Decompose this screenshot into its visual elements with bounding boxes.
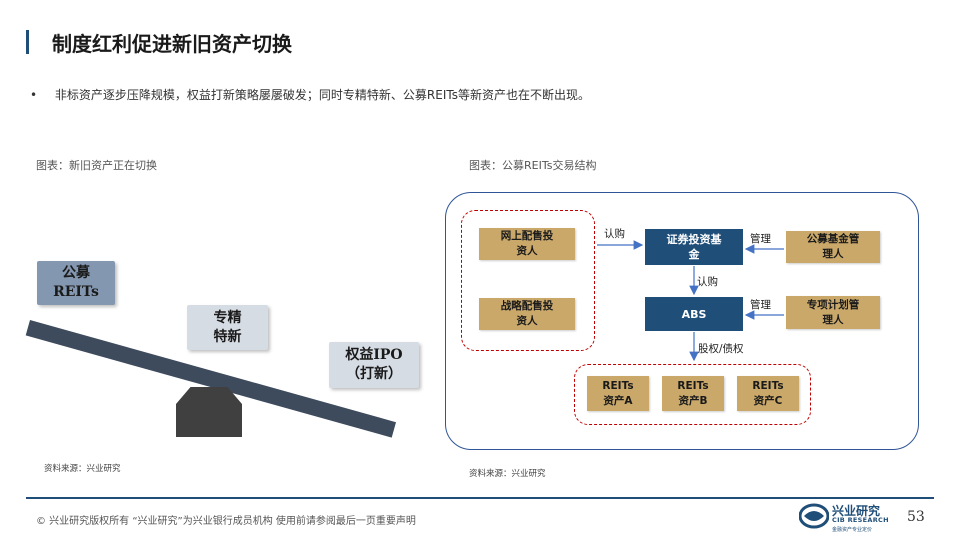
tag-equity-ipo-line2: （打新） (346, 366, 402, 382)
reits-assets-group (574, 364, 811, 425)
node-strategic-investors: 战略配售投 资人 (479, 298, 575, 330)
bullet-point: • 非标资产逐步压降规模，权益打新策略屡屡破发；同时专精特新、公募REITs等新… (30, 86, 590, 103)
node-fund-line1: 证券投资基 (666, 233, 722, 246)
node-securities-fund: 证券投资基 金 (645, 229, 743, 265)
node-reits-c-line1: REITs (752, 379, 784, 392)
node-fund-line2: 金 (688, 248, 700, 261)
tag-public-reits-line1: 公募 (62, 265, 90, 281)
tag-equity-ipo: 权益IPO （打新） (329, 342, 419, 388)
logo-text-cn: 兴业研究 (832, 504, 881, 518)
page-title: 制度红利促进新旧资产切换 (52, 32, 292, 56)
node-reits-asset-c: REITs 资产C (737, 376, 799, 411)
node-plan-manager-line2: 理人 (822, 313, 844, 326)
diagram-frame (445, 192, 919, 450)
node-plan-manager: 专项计划管 理人 (786, 296, 880, 329)
node-reits-a-line2: 资产A (603, 394, 633, 407)
edge-label-subscribe1: 认购 (604, 228, 625, 240)
node-reits-asset-a: REITs 资产A (587, 376, 649, 411)
left-figure-source: 资料来源：兴业研究 (44, 464, 121, 474)
right-figure-source: 资料来源：兴业研究 (469, 469, 546, 479)
left-figure-caption: 图表：新旧资产正在切换 (36, 159, 157, 172)
node-reits-a-line1: REITs (602, 379, 634, 392)
node-reits-b-line1: REITs (677, 379, 709, 392)
node-online-line1: 网上配售投 (500, 230, 554, 242)
footer-divider (26, 497, 934, 499)
node-strategic-line1: 战略配售投 (500, 300, 554, 312)
bullet-text: 非标资产逐步压降规模，权益打新策略屡屡破发；同时专精特新、公募REITs等新资产… (54, 88, 590, 102)
tag-public-reits: 公募 REITs (37, 261, 115, 305)
node-reits-c-line2: 资产C (753, 394, 783, 407)
edge-label-manage1: 管理 (750, 233, 771, 245)
node-plan-manager-line1: 专项计划管 (806, 298, 860, 311)
right-figure-caption: 图表：公募REITs交易结构 (469, 159, 597, 172)
page-number: 53 (907, 509, 925, 525)
node-fund-manager-line1: 公募基金管 (806, 233, 860, 245)
node-online-investors: 网上配售投 资人 (479, 228, 575, 260)
node-abs: ABS (645, 297, 743, 331)
bullet-marker: • (30, 88, 38, 102)
node-reits-b-line2: 资产B (678, 394, 708, 407)
cib-logo-icon (799, 503, 829, 529)
investors-group (461, 210, 595, 351)
edge-label-manage2: 管理 (750, 299, 771, 311)
tag-specialized-line2: 特新 (213, 328, 242, 345)
edge-label-equity-debt: 股权/债权 (698, 343, 744, 355)
tag-equity-ipo-line1: 权益IPO (345, 347, 403, 363)
node-online-line2: 资人 (516, 245, 538, 257)
node-fund-manager-line2: 理人 (822, 248, 844, 260)
seesaw-fulcrum (176, 387, 242, 437)
tag-public-reits-line2: REITs (53, 284, 99, 300)
node-reits-asset-b: REITs 资产B (662, 376, 724, 411)
tag-specialized-new: 专精 特新 (187, 305, 268, 350)
edge-label-subscribe2: 认购 (697, 276, 718, 288)
logo-text-en: CIB RESEARCH (832, 516, 889, 524)
footer-copyright: © 兴业研究版权所有 “兴业研究”为兴业银行成员机构 使用前请参阅最后一页重要声… (36, 516, 416, 527)
tag-specialized-line1: 专精 (213, 309, 242, 326)
logo-text-sub: 金融资产专业定价 (832, 527, 873, 533)
node-strategic-line2: 资人 (516, 315, 538, 327)
node-fund-manager: 公募基金管 理人 (786, 231, 880, 263)
title-accent-bar (26, 30, 29, 54)
